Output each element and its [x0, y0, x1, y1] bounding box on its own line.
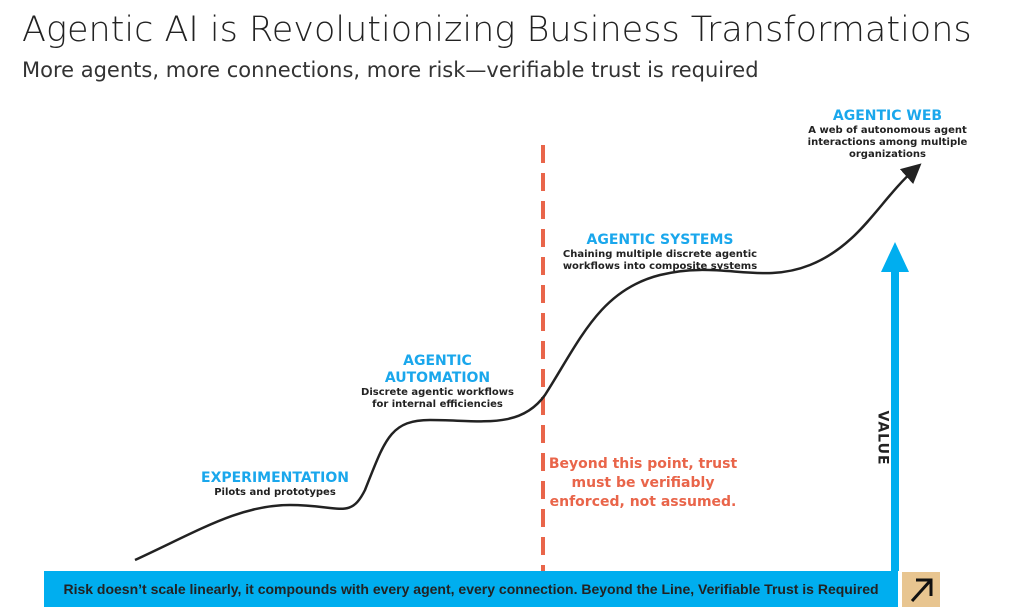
growth-curve [134, 163, 922, 562]
stage-title: AGENTIC SYSTEMS [586, 232, 734, 248]
trust-warning: Beyond this point, trust must be verifia… [548, 456, 738, 510]
page-subtitle: More agents, more connections, more risk… [22, 58, 759, 82]
stage-desc: Pilots and prototypes [214, 487, 336, 498]
stage-desc: A web of autonomous agent interactions a… [807, 125, 968, 160]
value-arrowhead [881, 242, 909, 272]
stage-experimentation: EXPERIMENTATION Pilots and prototypes [190, 470, 360, 499]
value-axis-label: VALUE [874, 410, 891, 466]
stage-desc: Discrete agentic workflows for internal … [361, 387, 514, 410]
page-title: Agentic AI is Revolutionizing Business T… [22, 10, 972, 50]
footer-text: Risk doesn’t scale linearly, it compound… [63, 581, 879, 597]
stage-desc: Chaining multiple discrete agentic workf… [562, 249, 758, 272]
stage-automation: AGENTIC AUTOMATION Discrete agentic work… [355, 353, 520, 411]
stage-title: EXPERIMENTATION [201, 470, 349, 486]
footer-banner: Risk doesn’t scale linearly, it compound… [44, 571, 898, 607]
arrow-up-right-icon [910, 578, 933, 603]
logo [902, 572, 940, 607]
stage-title: AGENTIC WEB [832, 108, 943, 124]
stage-title: AGENTIC AUTOMATION [384, 353, 491, 386]
stage-web: AGENTIC WEB A web of autonomous agent in… [805, 108, 970, 161]
stage-systems: AGENTIC SYSTEMS Chaining multiple discre… [560, 232, 760, 273]
